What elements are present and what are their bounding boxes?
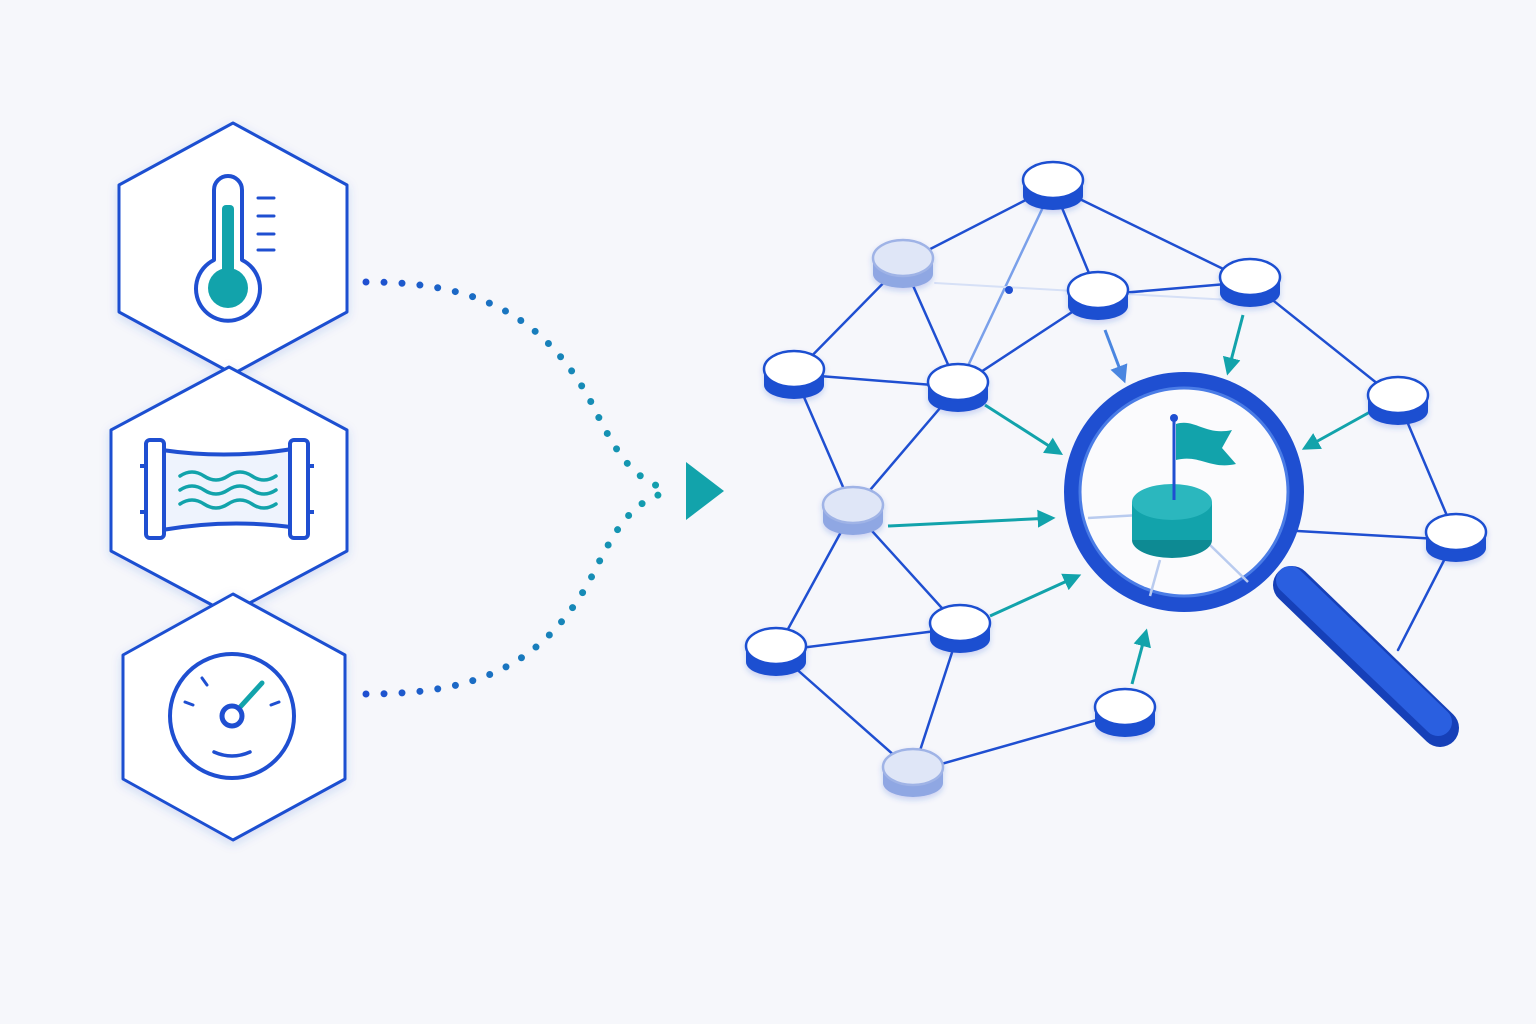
lens-edges xyxy=(1087,513,1249,597)
graph-node xyxy=(1021,160,1085,210)
graph-node xyxy=(762,349,826,399)
graph-edge xyxy=(774,649,915,774)
graph-arrow xyxy=(1103,329,1128,384)
sensor-stack xyxy=(109,121,349,842)
graph-node xyxy=(1218,257,1282,307)
graph-node xyxy=(744,626,808,676)
graph-arrow xyxy=(989,573,1082,618)
graph-arrow xyxy=(1301,410,1371,450)
graph-arrow xyxy=(887,509,1056,528)
graph-node xyxy=(1424,512,1488,562)
flag-icon xyxy=(1170,414,1236,500)
graph-arrow xyxy=(1130,628,1151,685)
pressure-gauge-icon xyxy=(168,652,296,780)
target-node xyxy=(1132,414,1236,558)
temperature-sensor-tile xyxy=(117,121,349,376)
graph-edge xyxy=(911,710,1127,774)
graph-nodes xyxy=(744,160,1488,797)
flow-sensor-tile xyxy=(109,365,349,616)
graph-edge xyxy=(1051,184,1252,284)
graph-node xyxy=(926,362,990,412)
graph-node xyxy=(881,747,945,797)
thermometer-icon xyxy=(194,174,276,323)
graph-arrow xyxy=(1222,314,1245,376)
graph-node xyxy=(1366,375,1430,425)
magnifying-glass-icon xyxy=(1064,372,1459,747)
graph-node xyxy=(928,603,992,653)
flow-arrow-icon xyxy=(686,462,724,520)
graph-node xyxy=(1066,270,1130,320)
graph-arrow xyxy=(984,403,1064,455)
network-graph xyxy=(744,160,1488,797)
graph-node xyxy=(871,238,935,288)
data-flow-connectors xyxy=(362,278,676,698)
edge-junction-dot xyxy=(1005,286,1013,294)
pipe-flow-icon xyxy=(140,438,314,540)
graph-edge xyxy=(1248,280,1400,402)
graph-arrows xyxy=(887,314,1371,685)
graph-node xyxy=(1093,687,1157,737)
pressure-flow-line xyxy=(362,487,676,698)
temperature-flow-line xyxy=(362,278,676,495)
graph-node xyxy=(821,485,885,535)
pressure-sensor-tile xyxy=(121,592,347,842)
